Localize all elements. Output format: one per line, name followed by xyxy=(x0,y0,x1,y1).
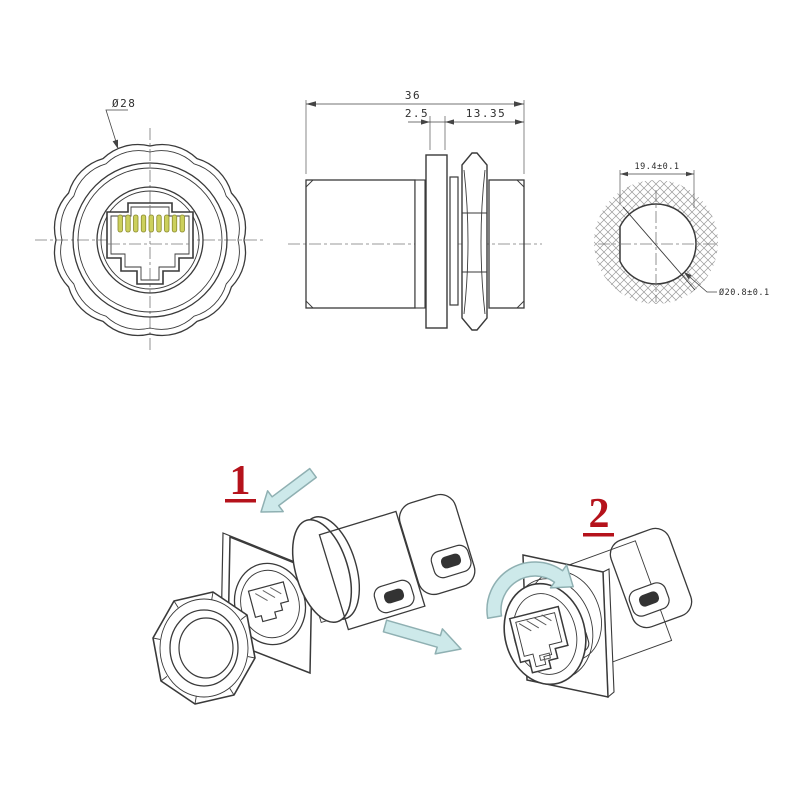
connector-body-step1 xyxy=(291,493,476,631)
pin-1 xyxy=(117,214,123,233)
rj45-side-view: 36 2.5 13.35 xyxy=(288,89,542,331)
pin-5 xyxy=(148,214,154,233)
side-total-length-label: 36 xyxy=(405,89,421,102)
nut-facet-edges xyxy=(152,591,256,705)
cutout-diagonal-line xyxy=(622,206,696,291)
slot-lower xyxy=(383,588,405,604)
insert-arrow-icon xyxy=(260,467,318,513)
hex-lock-nut xyxy=(152,591,256,705)
jack-face-through-hole xyxy=(247,581,290,623)
threaded-barrel xyxy=(318,510,426,631)
rj45-front-view: Ø28 xyxy=(35,97,265,352)
cutout-hole-diameter-label: Ø20.8±0.1 xyxy=(719,287,770,298)
pin-2 xyxy=(125,214,131,233)
socket-circle-outer xyxy=(96,186,204,294)
step2-number: 2 xyxy=(589,491,610,537)
direction-arrow-icon xyxy=(382,619,462,655)
nut-bore-hole xyxy=(178,617,234,679)
slot-upper xyxy=(440,553,462,569)
hex-nut-side xyxy=(461,152,488,331)
socket-circle-inner xyxy=(100,190,200,290)
rj45-contact-pins xyxy=(117,214,185,233)
rear-housing xyxy=(398,493,476,596)
step1-number: 1 xyxy=(230,458,251,504)
installation-step-1: 1 xyxy=(152,458,476,705)
step1-underline xyxy=(225,499,256,503)
chamfer-bottom-right xyxy=(516,300,525,309)
rear-housing-2 xyxy=(609,527,693,629)
rotate-arrow-icon xyxy=(486,561,574,620)
nut-facet-curve-left xyxy=(463,169,469,315)
bezel-circle-outer xyxy=(72,162,228,318)
assembled-connector xyxy=(503,527,693,699)
flange-thickness-label: 2.5 xyxy=(405,107,429,120)
bezel-circle-inner xyxy=(77,167,223,313)
flange-disc-front xyxy=(291,518,353,624)
jack-face-2 xyxy=(508,605,569,674)
chamfer-top-left xyxy=(305,179,314,188)
pin-9 xyxy=(179,214,185,233)
leader-arrowhead-icon xyxy=(112,139,118,149)
pin-3 xyxy=(133,214,139,233)
chamfer-bottom-left xyxy=(305,300,314,309)
rj45-jack-inner-outline xyxy=(110,206,190,281)
panel-cutout-view: 19.4±0.1 Ø20.8±0.1 xyxy=(594,162,770,304)
chamfer-top-right xyxy=(516,179,525,188)
step2-underline xyxy=(583,533,614,537)
pin-4 xyxy=(140,214,147,233)
cutout-flat-width-label: 19.4±0.1 xyxy=(635,162,680,172)
knurled-ring-inner xyxy=(60,150,240,330)
cutout-diameter-leader xyxy=(683,271,717,293)
front-diameter-label: Ø28 xyxy=(112,97,136,110)
nut-facet-curve-right xyxy=(480,169,486,315)
diameter-leader-line xyxy=(105,109,128,149)
thread-runout xyxy=(414,179,426,309)
nut-section-label: 13.35 xyxy=(466,107,507,120)
pin-6 xyxy=(156,214,162,233)
nut-threaded-bore xyxy=(169,609,239,687)
right-thread-section xyxy=(488,179,525,309)
slot-2 xyxy=(638,591,660,607)
pin-8 xyxy=(171,214,178,233)
installation-step-2: 2 xyxy=(486,491,693,699)
flange xyxy=(425,154,448,329)
nut-inner-rim xyxy=(159,598,249,698)
knurled-ring-outer xyxy=(53,143,247,337)
pin-7 xyxy=(164,214,170,233)
washer xyxy=(449,176,459,306)
